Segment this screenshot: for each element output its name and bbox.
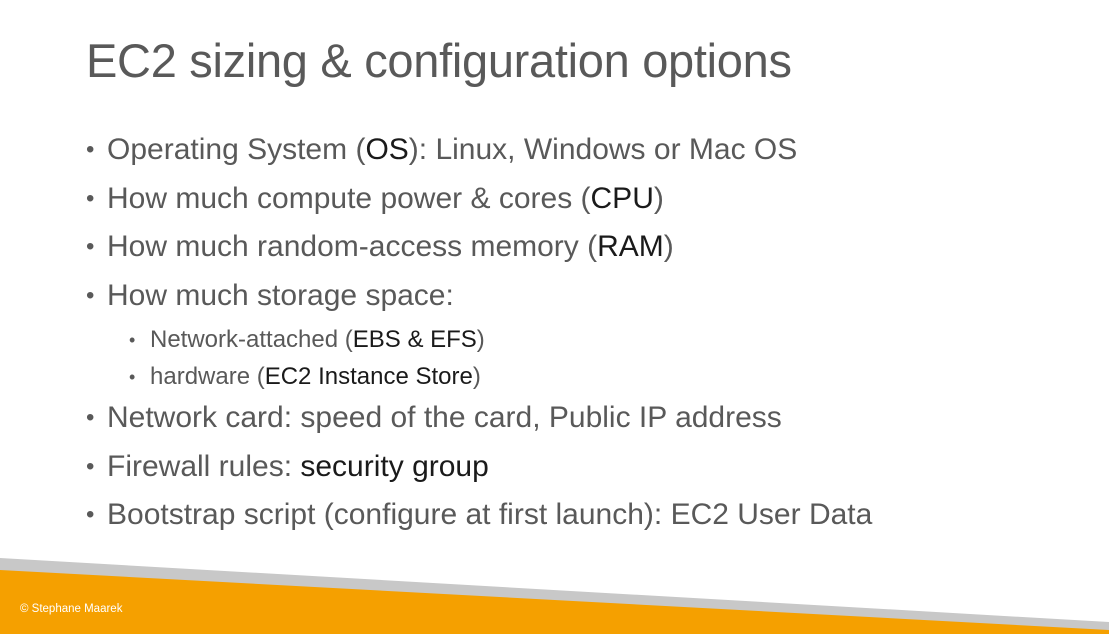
slide-title: EC2 sizing & configuration options [86,34,792,87]
bullet-storage: •How much storage space: [86,274,1086,323]
keyword-ebs-efs: EBS & EFS [352,326,477,353]
bullet-cpu: •How much compute power & cores (CPU) [86,177,1086,226]
keyword-instance-store: EC2 Instance Store [264,363,473,390]
copyright-text: © Stephane Maarek [20,603,123,615]
bullet-dot: • [86,184,95,212]
bullet-operating-system: •Operating System (OS): Linux, Windows o… [86,128,1086,177]
keyword-cpu: CPU [590,181,654,215]
keyword-os: OS [365,133,409,166]
bullet-list: •Operating System (OS): Linux, Windows o… [86,128,1086,542]
bullet-firewall: •Firewall rules: security group [86,445,1086,494]
keyword-security-group: security group [300,449,489,483]
bullet-dot: • [86,136,95,163]
footer-orange-band [0,570,1109,634]
sub-bullet-dot: • [129,367,136,387]
bullet-bootstrap: •Bootstrap script (configure at first la… [86,493,1086,542]
sub-bullet-dot: • [129,330,136,350]
bullet-dot: • [86,404,95,431]
bullet-network-card: •Network card: speed of the card, Public… [86,396,1086,445]
bullet-dot: • [86,452,95,480]
bullet-dot: • [86,281,95,309]
bullet-ram: •How much random-access memory (RAM) [86,225,1086,274]
keyword-ram: RAM [597,230,664,263]
bullet-dot: • [86,501,95,528]
bullet-dot: • [86,233,95,260]
sub-bullet-hardware: •hardware (EC2 Instance Store) [86,359,1086,396]
footer-band [0,558,1109,634]
sub-bullet-network-attached: •Network-attached (EBS & EFS) [86,322,1086,359]
